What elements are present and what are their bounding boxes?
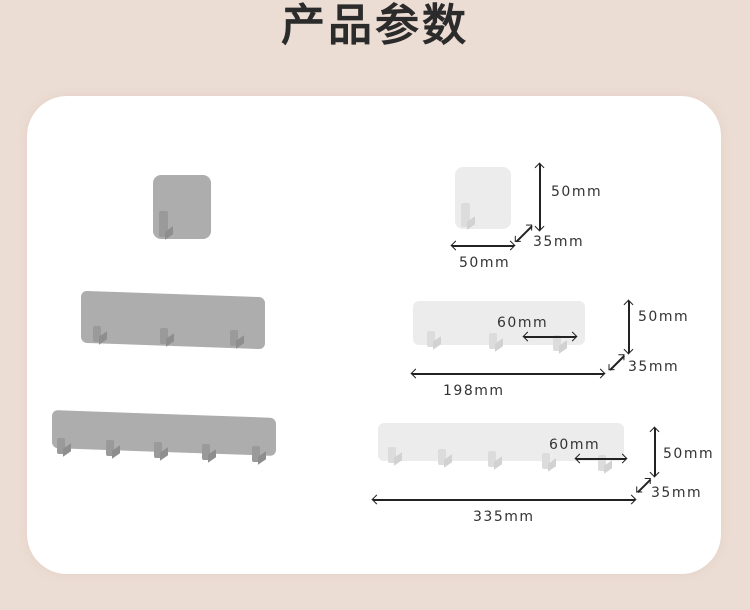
height-arrow [628, 301, 630, 353]
spec-card: 50mm 35mm 50mm 60mm 50mm 35mm 198mm 60mm… [27, 96, 721, 574]
three-height-label: 50mm [638, 309, 690, 325]
depth-arrow [515, 225, 533, 243]
single-width-label: 50mm [459, 255, 511, 271]
five-height-label: 50mm [663, 446, 715, 462]
height-arrow [539, 164, 541, 230]
depth-arrow [609, 355, 625, 371]
three-hook-rack-diagram [413, 301, 589, 361]
five-hook-rack-image [52, 410, 278, 474]
depth-arrow [637, 478, 651, 493]
spacing-arrow [576, 458, 626, 460]
five-depth-label: 35mm [651, 485, 703, 501]
three-depth-label: 35mm [628, 359, 680, 375]
five-hook-rack-diagram [378, 423, 628, 471]
single-hook-diagram [455, 167, 515, 237]
width-arrow [452, 245, 514, 247]
width-arrow [412, 373, 604, 375]
three-width-label: 198mm [443, 383, 505, 399]
five-width-label: 335mm [473, 509, 535, 525]
height-arrow [654, 428, 656, 476]
three-hook-rack-image [81, 290, 267, 356]
five-spacing-label: 60mm [549, 437, 601, 453]
single-height-label: 50mm [551, 184, 603, 200]
width-arrow [373, 499, 635, 501]
three-spacing-label: 60mm [497, 315, 549, 331]
page-title: 产品参数 [281, 0, 469, 51]
single-depth-label: 35mm [533, 234, 585, 250]
single-hook-image [153, 175, 213, 241]
spacing-arrow [524, 336, 576, 338]
